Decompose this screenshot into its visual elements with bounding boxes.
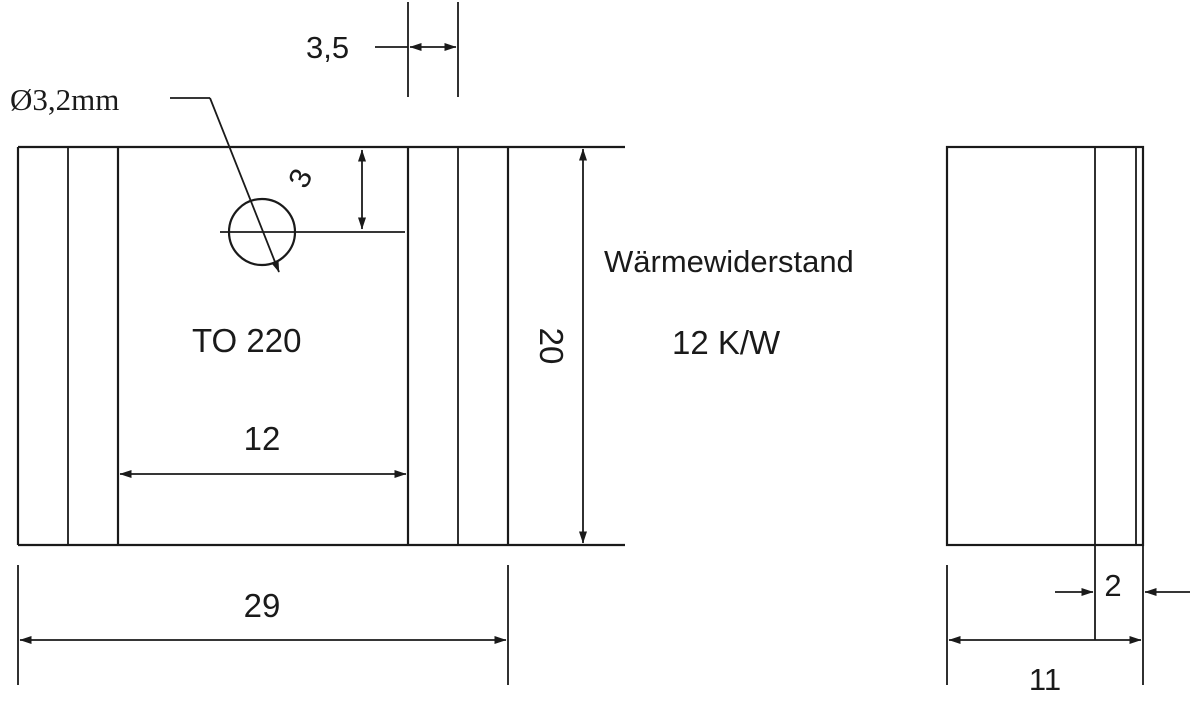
dim-base-thickness bbox=[1055, 545, 1190, 685]
dim-depth bbox=[946, 565, 1142, 685]
dim-depth-value: 11 bbox=[1029, 662, 1061, 697]
dim-total-width bbox=[17, 565, 509, 685]
dim-fin-gap bbox=[375, 2, 459, 97]
thermal-resistance-value: 12 K/W bbox=[672, 324, 781, 361]
dim-total-width-value: 29 bbox=[244, 587, 281, 624]
side-view bbox=[945, 145, 1145, 547]
dim-fin-gap-value: 3,5 bbox=[306, 30, 349, 65]
package-label: TO 220 bbox=[192, 322, 301, 359]
dim-inner-width-value: 12 bbox=[244, 420, 281, 457]
front-view bbox=[16, 145, 625, 547]
dim-hole-offset-value: 3 bbox=[282, 164, 319, 193]
hole-diameter-label: Ø3,2mm bbox=[10, 82, 119, 117]
thermal-resistance-title: Wärmewiderstand bbox=[604, 244, 854, 279]
dim-height-value: 20 bbox=[533, 328, 570, 365]
mounting-hole bbox=[170, 97, 405, 273]
dim-base-thickness-value: 2 bbox=[1104, 568, 1121, 603]
